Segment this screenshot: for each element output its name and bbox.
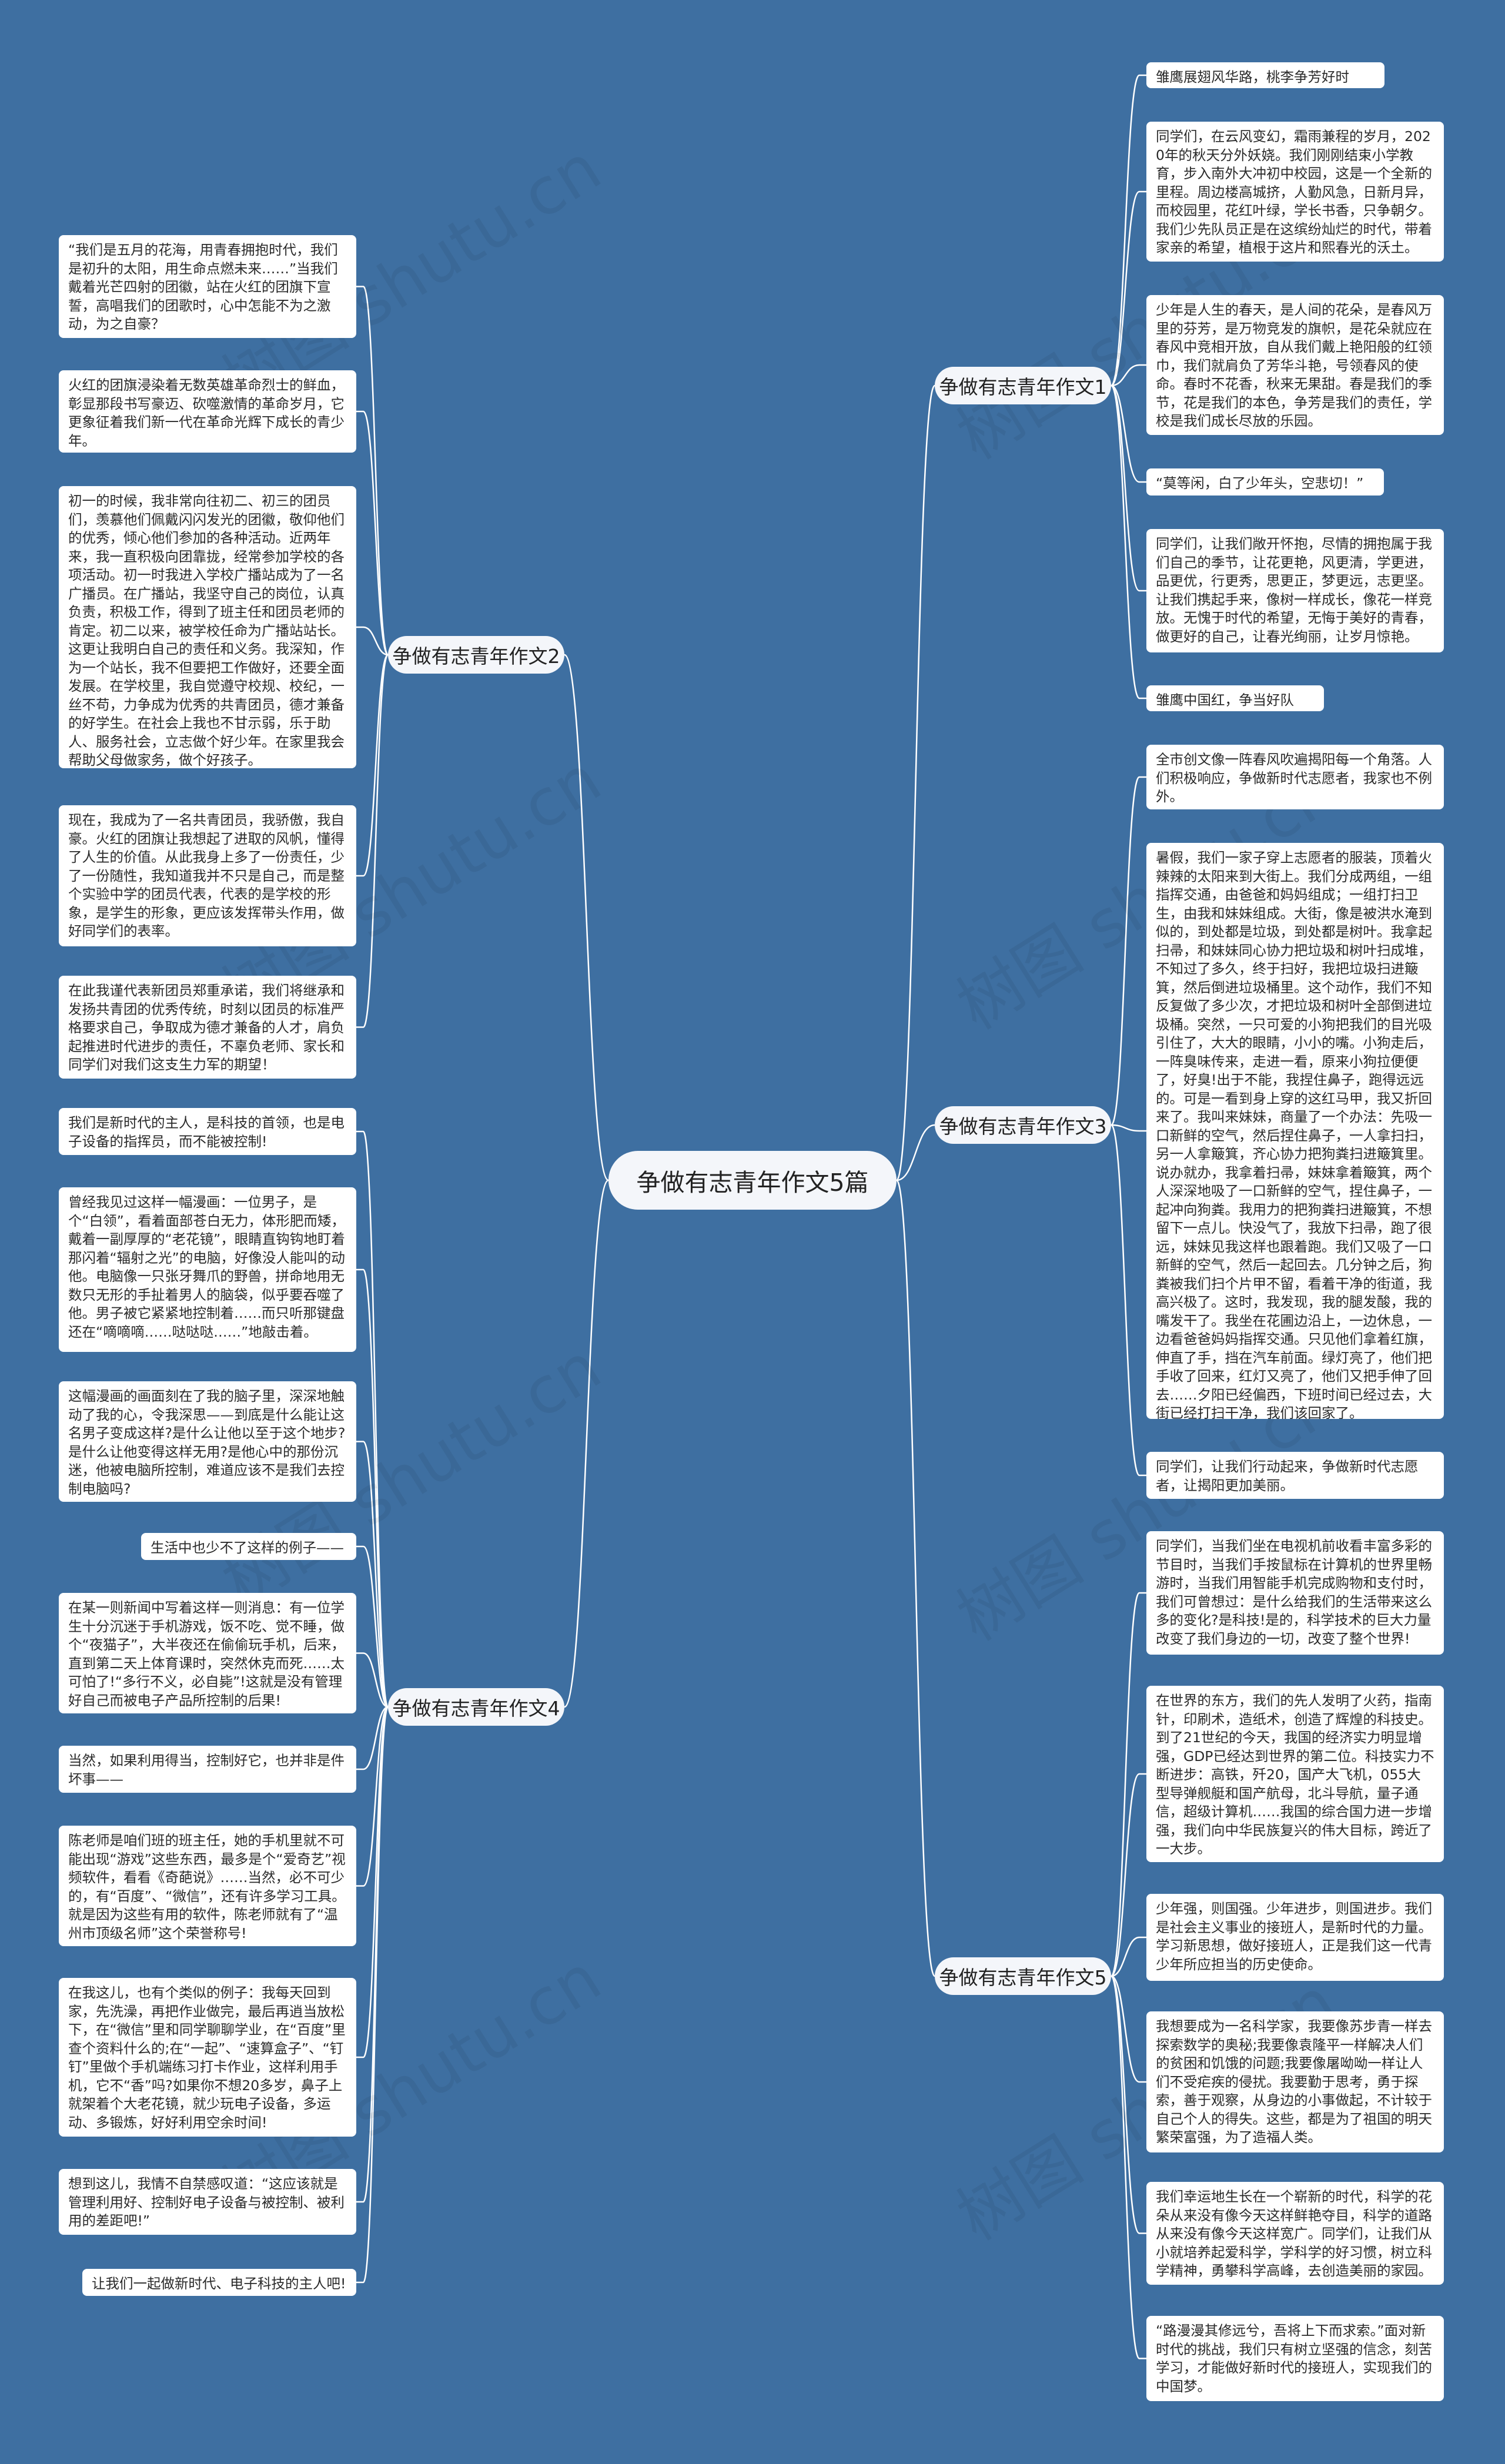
leaf-5-1: 同学们，当我们坐在电视机前收看丰富多彩的节目时，当我们手按鼠标在计算机的世界里畅… [1146,1531,1444,1655]
branch-5-to-leaf-4 [1111,1975,1140,2083]
branch-4-to-leaf-7 [362,1706,389,1887]
branch-1-to-leaf-5 [1111,384,1140,592]
branch-node-2[interactable]: 争做有志青年作文2 [388,636,564,674]
leaf-1-3: 少年是人生的春天，是人间的花朵，是春风万里的芬芳，是万物竞发的旗帜，是花朵就应在… [1146,295,1444,435]
leaf-2-2: 火红的团旗浸染着无数英雄革命烈士的鲜血，彰显那段书写豪迈、砍噬激情的革命岁月，它… [59,370,356,453]
root-to-branch-5 [895,1179,936,1977]
branch-3-to-leaf-2 [1111,1124,1140,1132]
branch-node-5[interactable]: 争做有志青年作文5 [935,1957,1111,1995]
branch-5-to-leaf-6 [1110,1975,1141,2359]
leaf-4-3: 这幅漫画的画面刻在了我的脑子里，深深地触动了我的心，令我深思——到底是什么能让这… [59,1381,356,1502]
leaf-5-4: 我想要成为一名科学家，我要像苏步青一样去探索数学的奥秘;我要像袁隆平一样解决人们… [1146,2011,1444,2152]
branch-5-to-leaf-5 [1110,1975,1141,2234]
leaf-4-4: 生活中也少不了这样的例子—— [141,1533,356,1560]
leaf-5-6: “路漫漫其修远兮，吾将上下而求索。”面对新时代的挑战，我们只有树立坚强的信念，刻… [1146,2316,1444,2401]
leaf-4-2: 曾经我见过这样一幅漫画：一位男子，是个“白领”，看着面部苍白无力，体形肥而矮，戴… [59,1187,356,1352]
branch-3-to-leaf-1 [1110,776,1141,1126]
branch-4-to-leaf-2 [362,1268,389,1708]
branch-1-to-leaf-2 [1111,190,1140,387]
branch-4-to-leaf-5 [363,1652,389,1708]
branch-node-3[interactable]: 争做有志青年作文3 [935,1106,1111,1144]
leaf-4-10: 让我们一起做新时代、电子科技的主人吧! [82,2269,356,2296]
leaf-4-7: 陈老师是咱们班的班主任，她的手机里就不可能出现“游戏”这些东西，最多是个“爱奇艺… [59,1826,356,1946]
leaf-5-3: 少年强，则国强。少年进步，则国进步。我们是社会主义事业的接班人，是新时代的力量。… [1146,1894,1444,1981]
branch-2-to-leaf-3 [363,626,389,656]
leaf-5-2: 在世界的东方，我们的先人发明了火药，指南针，印刷术，造纸术，创造了辉煌的科技史。… [1146,1686,1444,1862]
leaf-3-1: 全市创文像一阵春风吹遍揭阳每一个角落。人们积极响应，争做新时代志愿者，我家也不例… [1146,745,1444,809]
branch-2-to-leaf-1 [362,286,389,656]
leaf-1-1: 雏鹰展翅风华路，桃李争芳好时节。 [1146,62,1384,88]
leaf-3-3: 同学们，让我们行动起来，争做新时代志愿者，让揭阳更加美丽。 [1146,1452,1444,1499]
root-node[interactable]: 争做有志青年作文5篇 [608,1151,897,1210]
branch-2-to-leaf-5 [362,654,389,1028]
branch-node-4[interactable]: 争做有志青年作文4 [388,1688,564,1726]
leaf-4-9: 想到这儿，我情不自禁感叹道：“这应该就是管理利用好、控制好电子设备与被控制、被利… [59,2169,356,2235]
leaf-4-6: 当然，如果利用得当，控制好它，也并非是件坏事—— [59,1746,356,1793]
branch-2-to-leaf-4 [362,654,389,877]
leaf-4-1: 我们是新时代的主人，是科技的首领，也是电子设备的指挥员，而不能被控制! [59,1108,356,1155]
leaf-4-5: 在某一则新闻中写着这样一则消息：有一位学生十分沉迷于手机游戏，饭不吃、觉不睡，做… [59,1593,356,1713]
leaf-1-2: 同学们，在云风变幻，霜雨兼程的岁月，2020年的秋天分外妖娆。我们刚刚结束小学教… [1146,122,1444,262]
branch-5-to-leaf-3 [1111,1936,1140,1977]
leaf-1-5: 同学们，让我们敞开怀抱，尽情的拥抱属于我们自己的季节，让花更艳，风更清，学更进，… [1146,529,1444,652]
leaf-5-5: 我们幸运地生长在一个崭新的时代，科学的花朵从来没有像今天这样鲜艳夺目，科学的道路… [1146,2182,1444,2285]
root-to-branch-2 [564,654,609,1181]
branch-4-to-leaf-6 [363,1706,389,1770]
branch-4-to-leaf-10 [362,1706,389,2284]
root-to-branch-3 [896,1124,935,1181]
branch-1-to-leaf-3 [1111,364,1140,387]
leaf-2-3: 初一的时候，我非常向往初二、初三的团员们，羡慕他们佩戴闪闪发光的团徽，敬仰他们的… [59,486,356,768]
branch-5-to-leaf-1 [1110,1592,1141,1977]
branch-1-to-leaf-6 [1110,384,1141,699]
leaf-2-4: 现在，我成为了一名共青团员，我骄傲，我自豪。火红的团旗让我想起了进取的风帆，懂得… [59,805,356,946]
branch-1-to-leaf-1 [1110,74,1141,387]
leaf-4-8: 在我这儿，也有个类似的例子：我每天回到家，先洗澡，再把作业做完，最后再逍当放松下… [59,1978,356,2137]
leaf-3-2: 暑假，我们一家子穿上志愿者的服装，顶着火辣辣的太阳来到大街上。我们分成两组，一组… [1146,843,1444,1419]
branch-node-1[interactable]: 争做有志青年作文1 [935,367,1111,404]
root-to-branch-1 [895,384,936,1181]
branch-3-to-leaf-3 [1110,1124,1141,1477]
leaf-2-5: 在此我谨代表新团员郑重承诺，我们将继承和发扬共青团的优秀传统，时刻以团员的标准严… [59,976,356,1079]
branch-5-to-leaf-2 [1111,1773,1140,1977]
branch-2-to-leaf-2 [362,410,389,656]
branch-4-to-leaf-4 [363,1545,389,1708]
branch-1-to-leaf-4 [1111,384,1140,483]
leaf-2-1: “我们是五月的花海，用青春拥抱时代，我们是初升的太阳，用生命点燃未来……”当我们… [59,235,356,338]
leaf-1-4: “莫等闲，白了少年头，空悲切！” [1146,468,1384,496]
leaf-1-6: 雏鹰中国红，争当好队员！ [1146,685,1324,711]
branch-4-to-leaf-3 [362,1441,389,1708]
root-to-branch-4 [564,1179,609,1708]
